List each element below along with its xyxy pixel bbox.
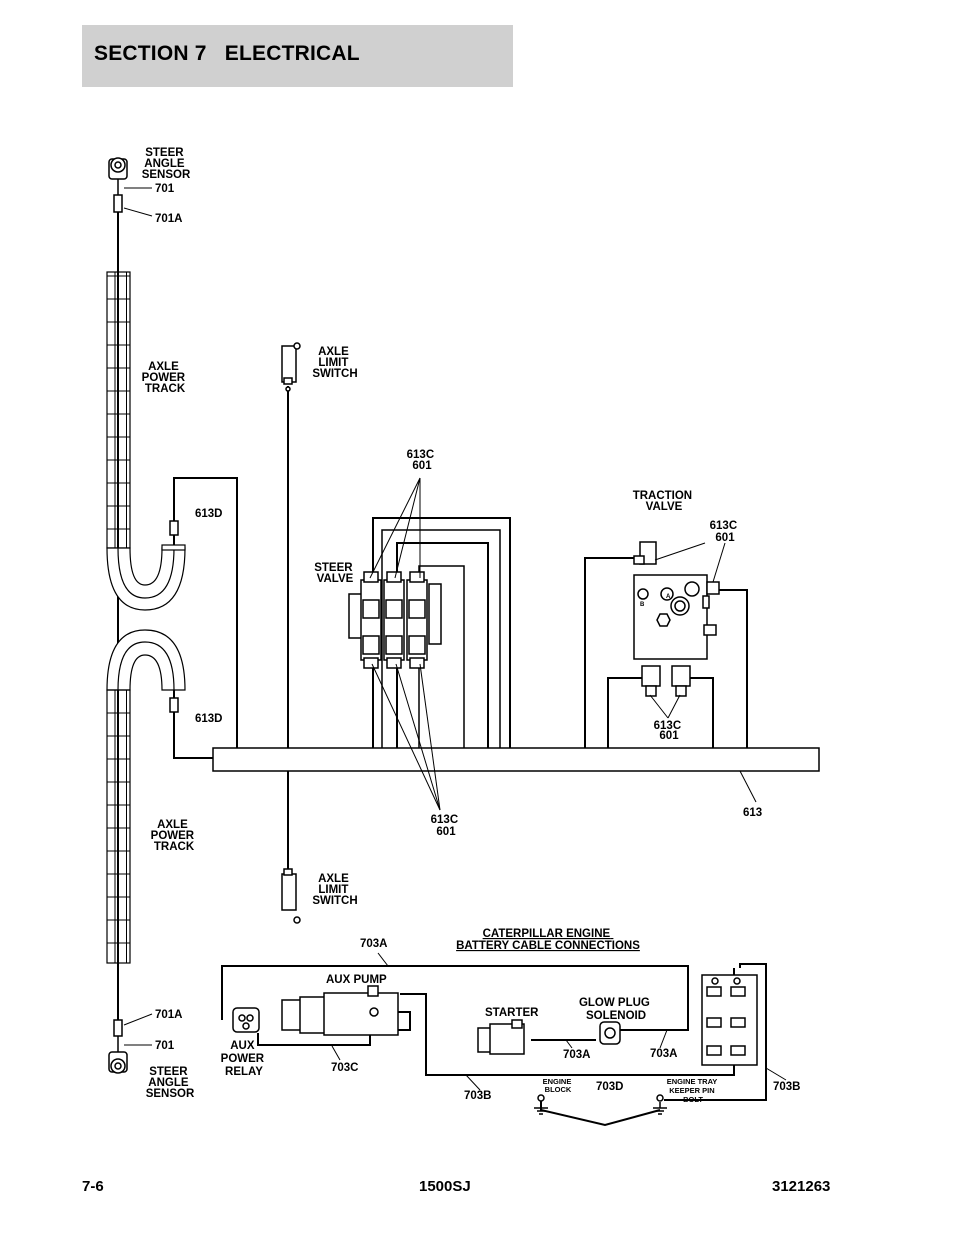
label-axle-limit-switch-top: AXLE LIMIT SWITCH bbox=[312, 346, 357, 380]
label-wire-703a-left: 703A bbox=[563, 1049, 591, 1061]
label-battery-cable-title: CATERPILLAR ENGINE BATTERY CABLE CONNECT… bbox=[456, 928, 640, 952]
traction-valve-icon bbox=[584, 541, 748, 748]
starter-icon bbox=[477, 1019, 525, 1055]
label-wire-703b-left: 703B bbox=[464, 1090, 492, 1102]
label-harness-613: 613 bbox=[743, 807, 762, 819]
label-traction-valve-wire-top: 613C 601 bbox=[710, 520, 741, 544]
label-engine-tray-keeper: ENGINE TRAY KEEPER PIN BOLT bbox=[667, 1077, 720, 1104]
traction-valve-leader-lines bbox=[649, 542, 726, 719]
footer-page-number: 7-6 bbox=[82, 1178, 104, 1195]
aux-power-relay-icon bbox=[232, 1007, 260, 1033]
label-traction-valve-wire-bottom: 613C 601 bbox=[654, 720, 685, 742]
label-steer-valve-wire-bottom: 613C 601 bbox=[431, 814, 462, 838]
label-engine-block: ENGINE BLOCK bbox=[543, 1077, 574, 1094]
glow-plug-solenoid-icon bbox=[599, 1021, 621, 1045]
steer-valve-icon bbox=[348, 517, 511, 748]
label-starter: STARTER bbox=[485, 1007, 539, 1019]
wire-613d bbox=[169, 477, 238, 759]
battery-section-leader-lines bbox=[331, 952, 787, 1091]
label-wire-701-bottom: 701 bbox=[155, 1040, 175, 1052]
label-traction-valve: TRACTION VALVE bbox=[633, 490, 696, 513]
ground-symbols bbox=[534, 1094, 667, 1115]
label-wire-703c: 703C bbox=[331, 1062, 359, 1074]
label-wire-701a-bottom: 701A bbox=[155, 1009, 183, 1021]
label-wire-701a-top: 701A bbox=[155, 213, 183, 225]
label-wire-703a-right: 703A bbox=[650, 1048, 678, 1060]
label-axle-power-track-bottom: AXLE POWER TRACK bbox=[151, 819, 198, 853]
label-valve-mark-b: B bbox=[640, 602, 645, 608]
label-valve-mark-a: A bbox=[666, 594, 671, 600]
steer-angle-sensor-bottom-icon bbox=[108, 1019, 128, 1074]
label-wire-613d-bottom: 613D bbox=[195, 713, 223, 725]
label-aux-pump: AUX PUMP bbox=[326, 974, 387, 986]
sensor-leader-lines bbox=[123, 187, 153, 1046]
axle-limit-switch-top-icon bbox=[281, 342, 301, 748]
section-header: SECTION 7 ELECTRICAL bbox=[82, 25, 513, 87]
engine-tray-terminal-block-icon bbox=[701, 974, 758, 1066]
axle-limit-switch-bottom-icon bbox=[281, 771, 301, 924]
footer-model: 1500SJ bbox=[419, 1178, 471, 1195]
label-wire-703d: 703D bbox=[596, 1081, 624, 1093]
steer-valve-leader-lines bbox=[369, 477, 441, 811]
label-wire-613d-top: 613D bbox=[195, 508, 223, 520]
label-axle-power-track-top: AXLE POWER TRACK bbox=[142, 361, 189, 395]
label-glow-plug-solenoid: GLOW PLUG SOLENOID bbox=[579, 997, 653, 1022]
steer-angle-sensor-top-icon bbox=[108, 157, 128, 213]
label-steer-valve-wire-top: 613C 601 bbox=[407, 449, 438, 472]
axle-power-track-bottom bbox=[106, 629, 186, 964]
axle-power-track-top bbox=[106, 271, 186, 611]
label-wire-703b-right: 703B bbox=[773, 1081, 801, 1093]
harness-613 bbox=[212, 747, 820, 803]
label-wire-701-top: 701 bbox=[155, 183, 175, 195]
label-steer-valve: STEER VALVE bbox=[314, 562, 356, 585]
section-title: SECTION 7 ELECTRICAL bbox=[94, 42, 360, 65]
label-steer-angle-sensor-bottom: STEER ANGLE SENSOR bbox=[146, 1066, 195, 1100]
footer-doc-number: 3121263 bbox=[772, 1178, 831, 1195]
label-wire-703a-top: 703A bbox=[360, 938, 388, 950]
label-aux-power-relay: AUX POWER RELAY bbox=[221, 1040, 268, 1078]
aux-pump-icon bbox=[281, 985, 399, 1036]
label-axle-limit-switch-bottom: AXLE LIMIT SWITCH bbox=[312, 873, 357, 907]
label-steer-angle-sensor-top: STEER ANGLE SENSOR bbox=[142, 147, 191, 181]
